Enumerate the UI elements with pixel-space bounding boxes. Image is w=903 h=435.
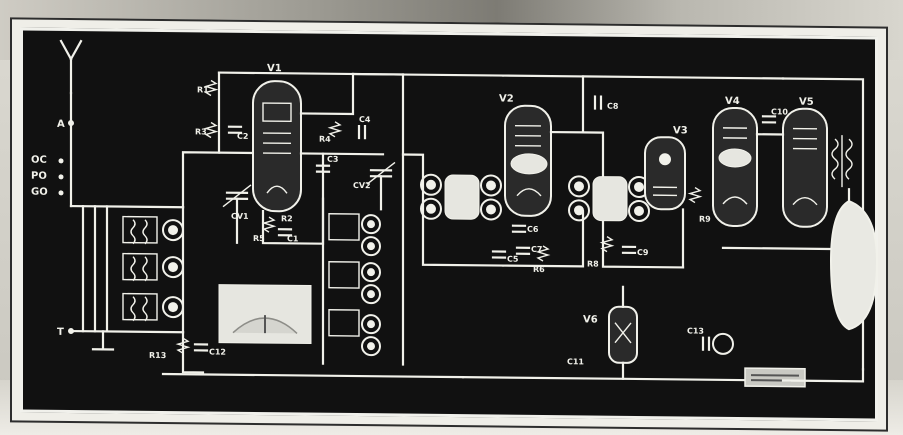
c1-label: C1 xyxy=(287,234,299,243)
input-coil-oc xyxy=(122,215,184,245)
cv2-label: CV2 xyxy=(353,181,371,190)
schematic-panel: A OC PO GO T xyxy=(20,27,879,422)
osc-coil-1 xyxy=(328,213,381,257)
c4-label: C4 xyxy=(359,115,371,124)
r2-label: R2 xyxy=(281,214,293,223)
c6-label: C6 xyxy=(527,225,539,234)
tube-v3 xyxy=(644,136,686,211)
tube-v1 xyxy=(252,80,302,213)
if-transformer-2 xyxy=(568,175,650,222)
c2-label: C2 xyxy=(237,132,248,141)
r13-label: R13 xyxy=(149,351,166,360)
c7-label: C7 xyxy=(531,245,542,254)
v6-label: V6 xyxy=(583,314,598,325)
name-plate xyxy=(744,367,806,388)
r9-label: R9 xyxy=(699,215,711,224)
v5-label: V5 xyxy=(799,97,814,108)
c8-label: C8 xyxy=(607,102,619,111)
r6-label: R6 xyxy=(533,265,545,274)
input-coil-go xyxy=(122,292,184,322)
r8-label: R8 xyxy=(587,259,599,268)
c13-label: C13 xyxy=(687,326,704,335)
osc-coil-2 xyxy=(328,261,381,305)
tube-v2 xyxy=(504,104,552,217)
circuit-diagram: A OC PO GO T xyxy=(31,39,879,388)
r1-label: R1 xyxy=(197,85,209,94)
c9-label: C9 xyxy=(637,248,649,257)
c3-label: C3 xyxy=(327,155,338,164)
r4-label: R4 xyxy=(319,135,331,144)
band-oc-label: OC xyxy=(31,155,47,166)
osc-coil-3 xyxy=(328,309,381,357)
r5-label: R5 xyxy=(253,234,265,243)
tube-v5 xyxy=(782,107,828,228)
v2-label: V2 xyxy=(499,94,514,105)
band-go-label: GO xyxy=(31,187,48,198)
ground-label: T xyxy=(57,327,64,338)
input-coil-po xyxy=(122,252,184,282)
speaker-icon xyxy=(829,188,879,331)
v3-label: V3 xyxy=(673,125,688,136)
c10-label: C10 xyxy=(771,107,788,116)
v4-label: V4 xyxy=(725,96,740,107)
output-transformer xyxy=(831,135,853,188)
tube-v6 xyxy=(608,305,638,364)
schematic-board: A OC PO GO T xyxy=(10,17,888,432)
antenna-label: A xyxy=(57,119,65,130)
tuning-dial xyxy=(218,284,312,345)
v1-label: V1 xyxy=(267,63,282,74)
r3-label: R3 xyxy=(195,127,207,136)
antenna-icon xyxy=(59,39,83,127)
c11-label: C11 xyxy=(567,357,584,366)
tube-v4 xyxy=(712,106,758,228)
c12-label: C12 xyxy=(209,347,226,356)
band-po-label: PO xyxy=(31,171,47,182)
cv1-label: CV1 xyxy=(231,212,249,221)
if-transformer-1 xyxy=(420,173,502,221)
c5-label: C5 xyxy=(507,255,519,264)
